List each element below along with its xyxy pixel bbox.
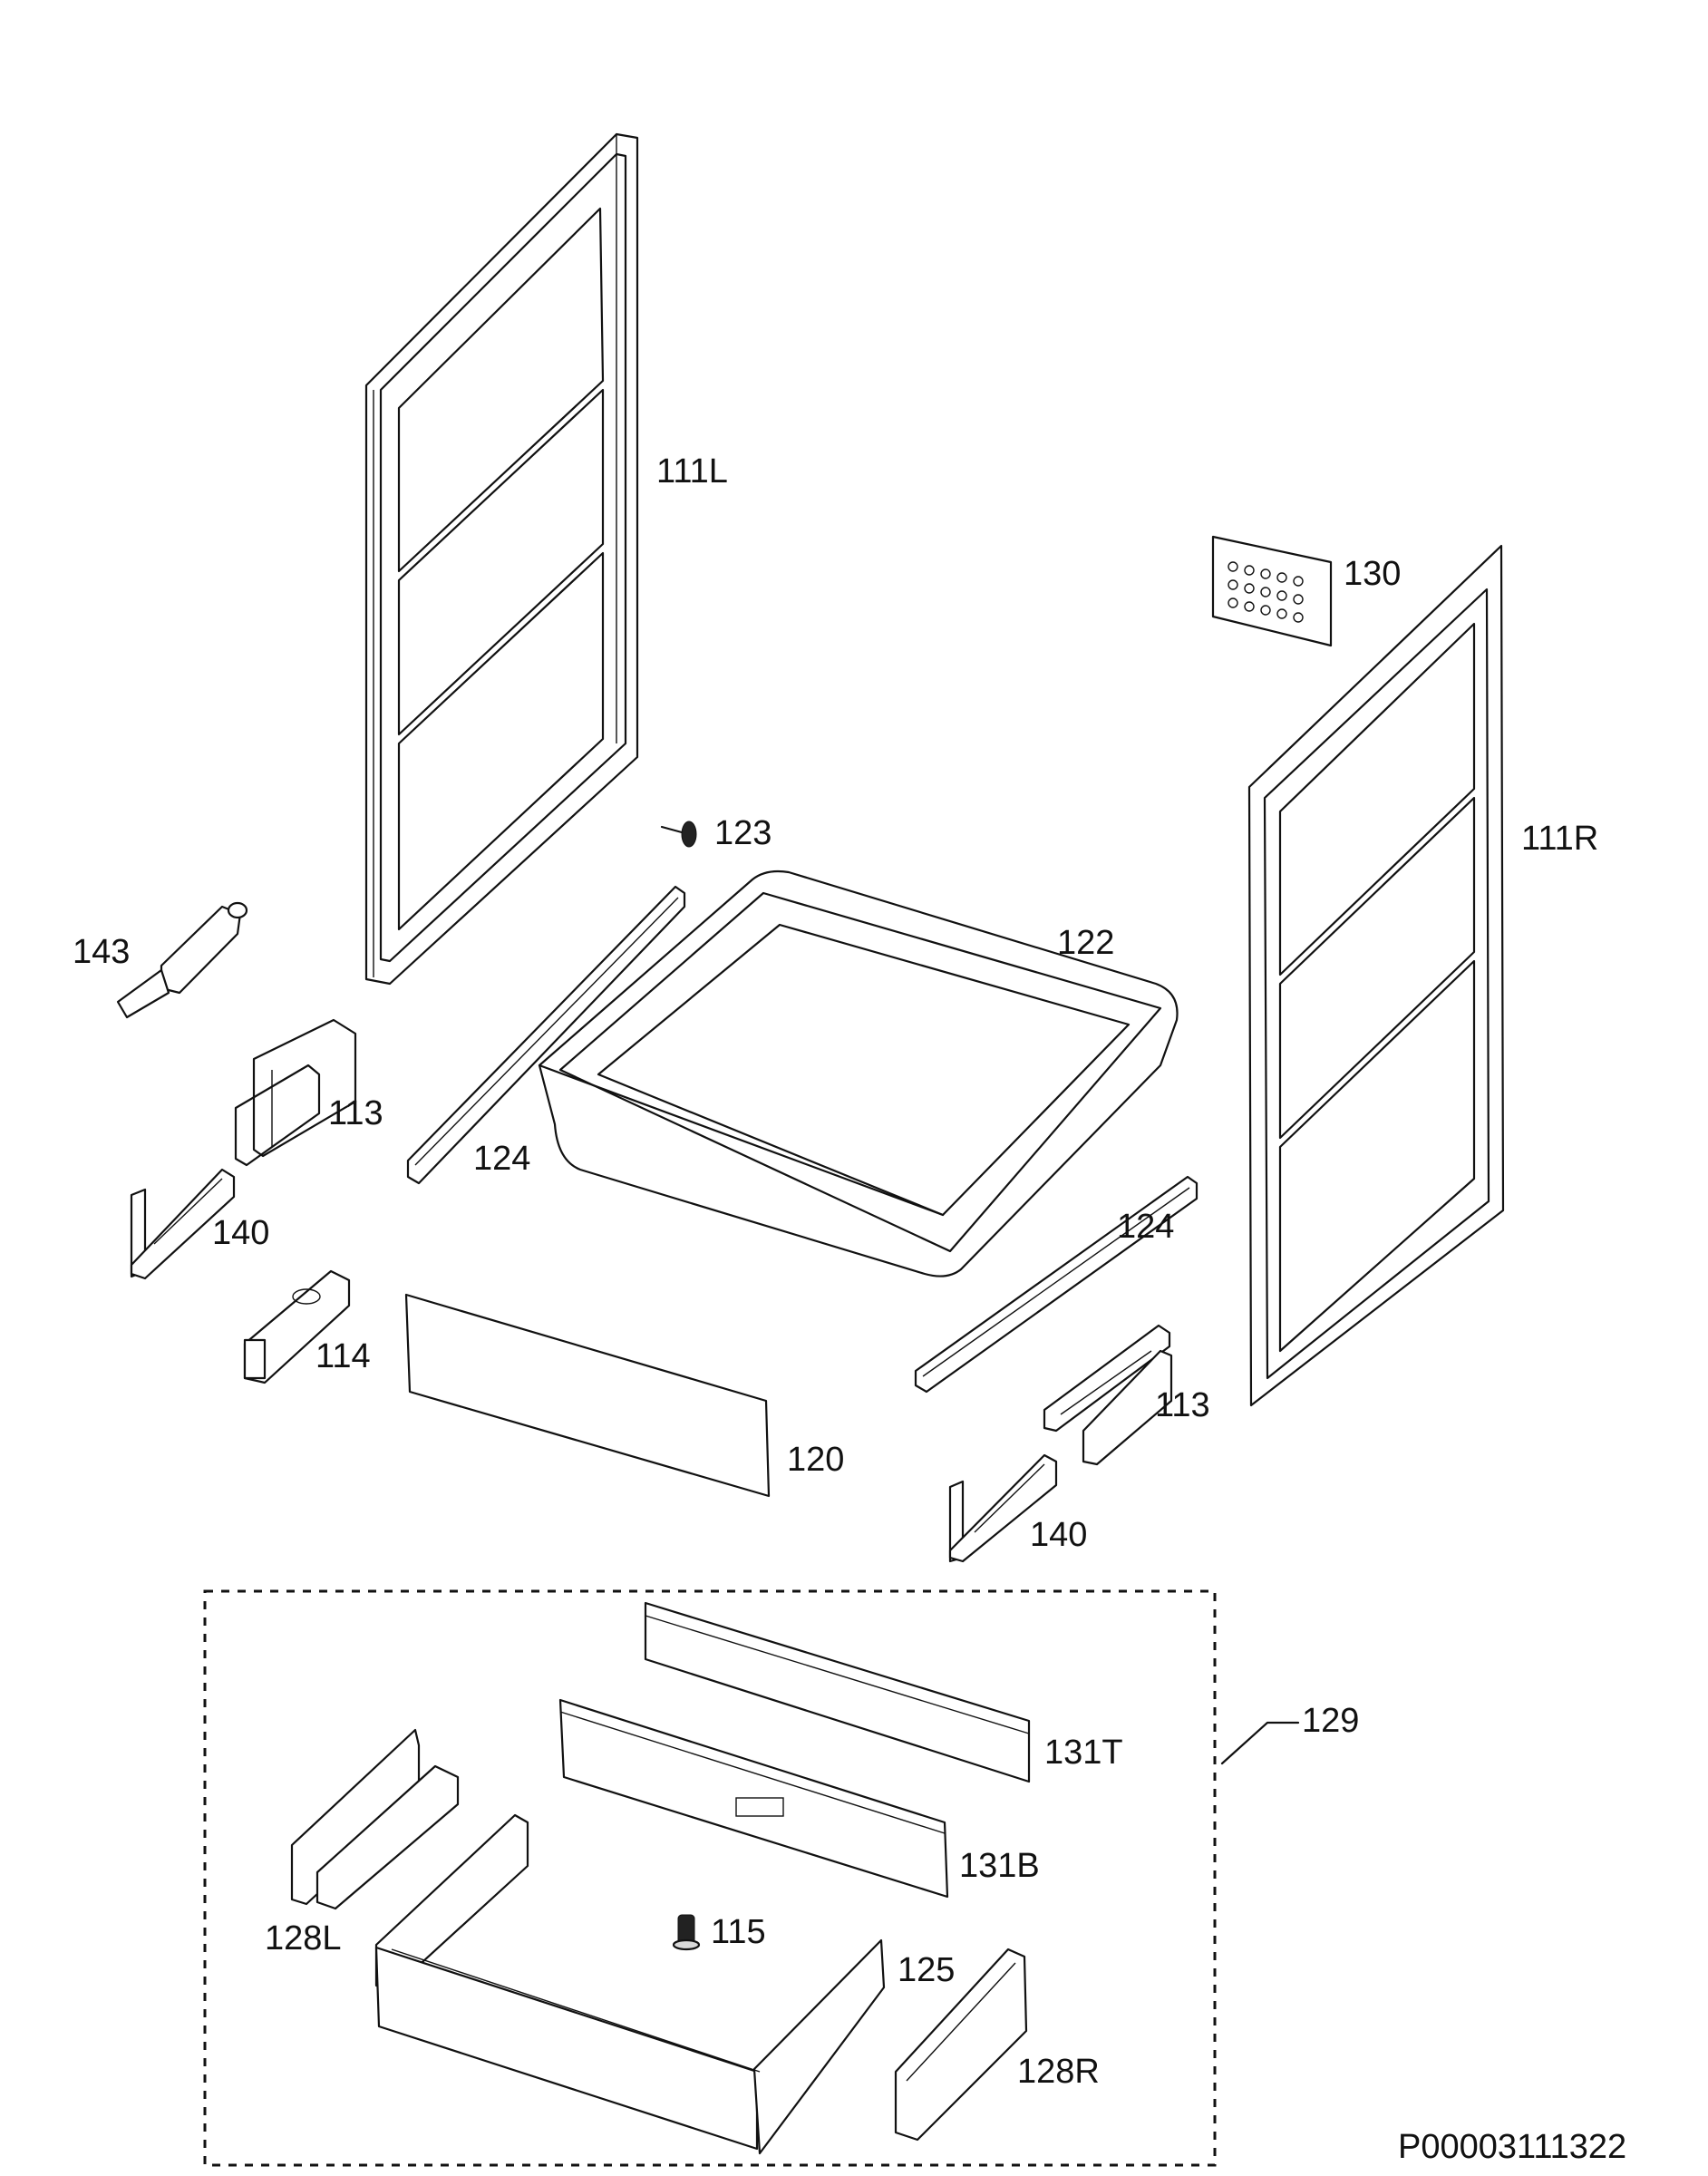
part-111L-left-side-panel[interactable] [364,132,639,986]
part-140-right-hinge[interactable] [948,1453,1058,1563]
part-143-component[interactable] [116,901,248,1019]
part-130-vent-plate[interactable] [1211,535,1333,647]
label-111L: 111L [656,452,728,491]
part-115-foot[interactable] [672,1914,701,1951]
part-124-left-runner[interactable] [406,885,686,1185]
label-122: 122 [1057,924,1114,962]
label-113-left: 113 [328,1094,383,1132]
label-131B: 131B [959,1847,1040,1885]
part-131T-top-rail[interactable] [644,1601,1031,1783]
part-125-plinth-frame[interactable] [374,1813,886,2155]
label-140-left: 140 [212,1214,269,1252]
part-140-left-hinge[interactable] [130,1168,236,1280]
label-140-right: 140 [1030,1516,1087,1554]
label-128R: 128R [1017,2053,1100,2091]
part-113-left-hinge[interactable] [234,1018,357,1167]
label-131T: 131T [1044,1734,1123,1772]
label-120: 120 [787,1441,844,1479]
part-124-right-runner[interactable] [914,1175,1199,1394]
part-120-drawer-front-panel[interactable] [404,1293,771,1498]
part-128R-right-bracket[interactable] [894,1948,1028,2142]
part-122-drawer-tray[interactable] [538,869,1179,1277]
label-123: 123 [714,814,772,852]
label-130: 130 [1344,555,1401,593]
part-111R-right-side-panel[interactable] [1247,544,1505,1407]
label-115: 115 [711,1913,766,1951]
label-143: 143 [73,933,130,971]
part-114-hinge[interactable] [243,1269,351,1384]
label-124-left: 124 [473,1140,530,1178]
part-123-screw[interactable] [660,821,697,848]
drawing-code: P00003111322 [1398,2128,1626,2166]
part-129-base-assembly-group[interactable] [203,1589,1300,2167]
part-131B-bottom-rail[interactable] [558,1698,949,1899]
label-129: 129 [1302,1702,1359,1740]
label-113-right: 113 [1155,1386,1210,1424]
label-114: 114 [315,1337,371,1375]
part-128L-left-bracket[interactable] [290,1728,460,1910]
part-113-right-hinge[interactable] [1043,1324,1173,1466]
label-128L: 128L [265,1919,342,1957]
label-111R: 111R [1521,820,1598,858]
label-124-right: 124 [1117,1208,1174,1246]
label-125: 125 [898,1951,955,1989]
